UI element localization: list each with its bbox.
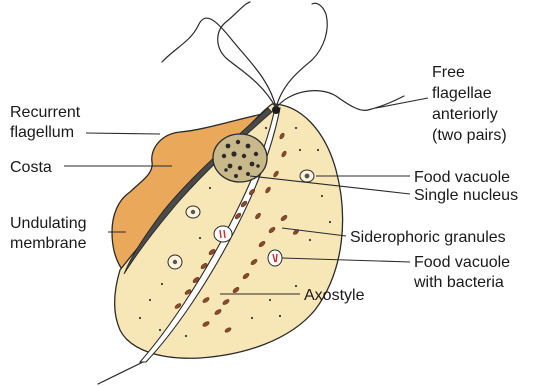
flagellum-2	[218, 2, 276, 108]
food-vacuole-bacteria-2	[268, 250, 282, 266]
label-recurrent-flagellum: Recurrent flagellum	[10, 104, 85, 141]
label-single-nucleus: Single nucleus	[414, 187, 518, 204]
food-vacuole-1	[300, 170, 314, 182]
flagellum-4	[276, 91, 404, 111]
food-vacuole-bacteria-1	[214, 226, 232, 242]
label-siderophoric-granules: Siderophoric granules	[350, 229, 506, 246]
label-undulating-membrane: Undulating membrane	[10, 215, 91, 252]
axostyle-tail	[98, 362, 143, 384]
label-costa: Costa	[10, 159, 52, 176]
leader-recurrent-flagellum	[86, 133, 160, 134]
food-vacuole-2	[186, 206, 200, 218]
label-food-vacuole-bacteria: Food vacuole with bacteria	[413, 254, 515, 291]
label-free-flagellae: Free flagellae anteriorly (two pairs)	[432, 64, 507, 144]
label-food-vacuole: Food vacuole	[414, 169, 510, 186]
label-axostyle: Axostyle	[304, 287, 365, 304]
leader-free-flagellae	[376, 98, 428, 108]
food-vacuole-3	[168, 255, 182, 269]
